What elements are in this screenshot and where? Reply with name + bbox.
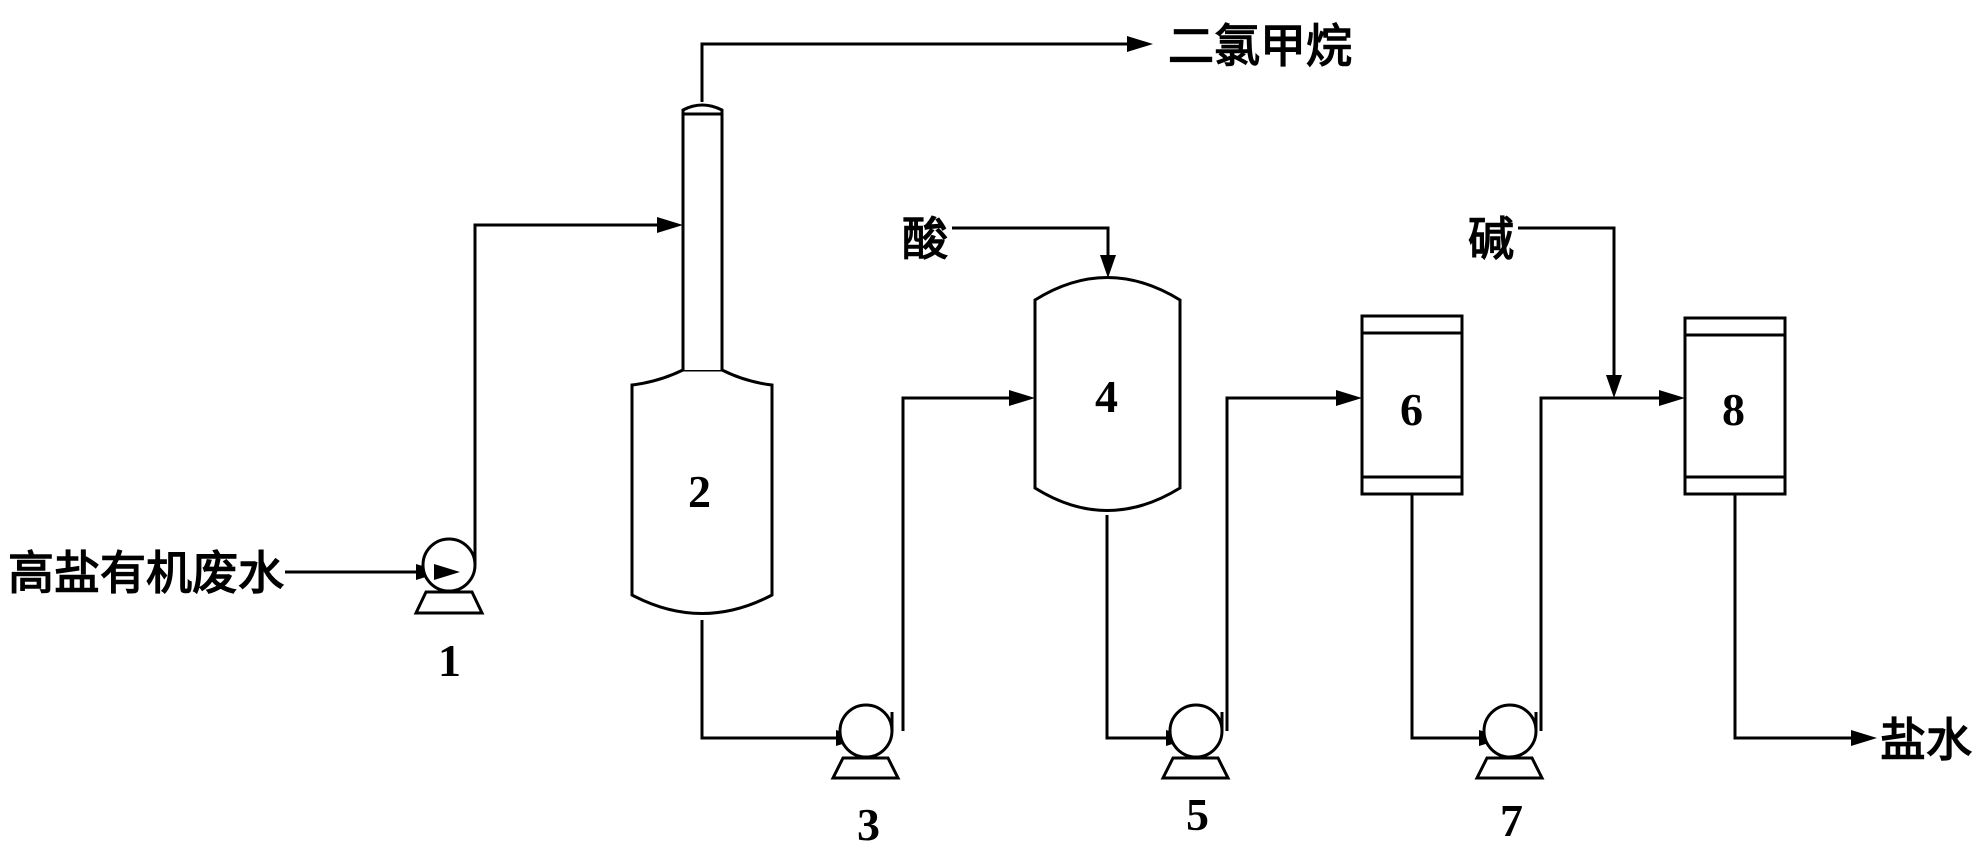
line-pump5-to-column6 bbox=[1225, 396, 1337, 731]
column-8-number: 8 bbox=[1722, 384, 1745, 435]
column-6-vessel bbox=[1360, 314, 1464, 496]
pump-5-body bbox=[1168, 703, 1224, 759]
reactor-4-vessel bbox=[1033, 276, 1182, 512]
column-8-vessel bbox=[1683, 316, 1787, 496]
pump-5-base bbox=[1160, 756, 1231, 780]
pump-1-number: 1 bbox=[438, 635, 461, 686]
line-pump3-to-reactor4 bbox=[901, 396, 1010, 731]
line-reactor4-to-pump5 bbox=[1105, 515, 1168, 740]
pump-1-arrow bbox=[434, 564, 460, 580]
arrow-into-column6 bbox=[1336, 390, 1362, 406]
acid-label: 酸 bbox=[902, 212, 949, 266]
arrow-into-reactor4 bbox=[1009, 390, 1035, 406]
arrow-into-column2 bbox=[657, 217, 683, 233]
acid-arrow bbox=[1100, 255, 1116, 278]
brine-label: 盐水 bbox=[1880, 713, 1973, 767]
pump-7-number: 7 bbox=[1500, 795, 1523, 846]
pump-1 bbox=[413, 537, 485, 615]
pump-1-base bbox=[413, 590, 485, 615]
line-column2-to-pump3 bbox=[700, 620, 838, 740]
line-pump1-to-column2 bbox=[473, 223, 658, 565]
pump-3 bbox=[830, 703, 901, 780]
overhead-arrow bbox=[1127, 36, 1153, 52]
column-6 bbox=[1360, 314, 1464, 496]
column-2 bbox=[630, 103, 774, 615]
line-acid bbox=[952, 226, 1110, 256]
reactor-4-number: 4 bbox=[1095, 371, 1118, 422]
base-label: 碱 bbox=[1468, 212, 1514, 266]
brine-arrow bbox=[1851, 730, 1877, 746]
arrow-into-column8 bbox=[1659, 390, 1685, 406]
column-2-number: 2 bbox=[688, 466, 711, 517]
pump-7-base bbox=[1474, 756, 1545, 780]
line-brine bbox=[1733, 494, 1852, 740]
base-arrow bbox=[1606, 375, 1622, 398]
line-overhead bbox=[700, 42, 1128, 102]
pump-1-body bbox=[421, 537, 477, 593]
column-2-top-section bbox=[681, 103, 724, 370]
line-column6-to-pump7 bbox=[1410, 494, 1480, 740]
pump-3-base bbox=[830, 756, 901, 780]
pump-3-number: 3 bbox=[857, 799, 880, 848]
feed-label: 高盐有机废水 bbox=[8, 546, 285, 600]
column-2-vessel bbox=[630, 368, 774, 615]
pump-3-body bbox=[838, 703, 894, 759]
pump-5-number: 5 bbox=[1186, 789, 1209, 840]
line-pump7-to-column8 bbox=[1539, 396, 1660, 731]
overhead-label: 二氯甲烷 bbox=[1168, 19, 1352, 73]
pump-7 bbox=[1474, 703, 1545, 780]
pump-5 bbox=[1160, 703, 1231, 780]
column-6-number: 6 bbox=[1400, 384, 1423, 435]
column-8 bbox=[1683, 316, 1787, 496]
pump-7-body bbox=[1482, 703, 1538, 759]
line-base bbox=[1518, 226, 1616, 376]
